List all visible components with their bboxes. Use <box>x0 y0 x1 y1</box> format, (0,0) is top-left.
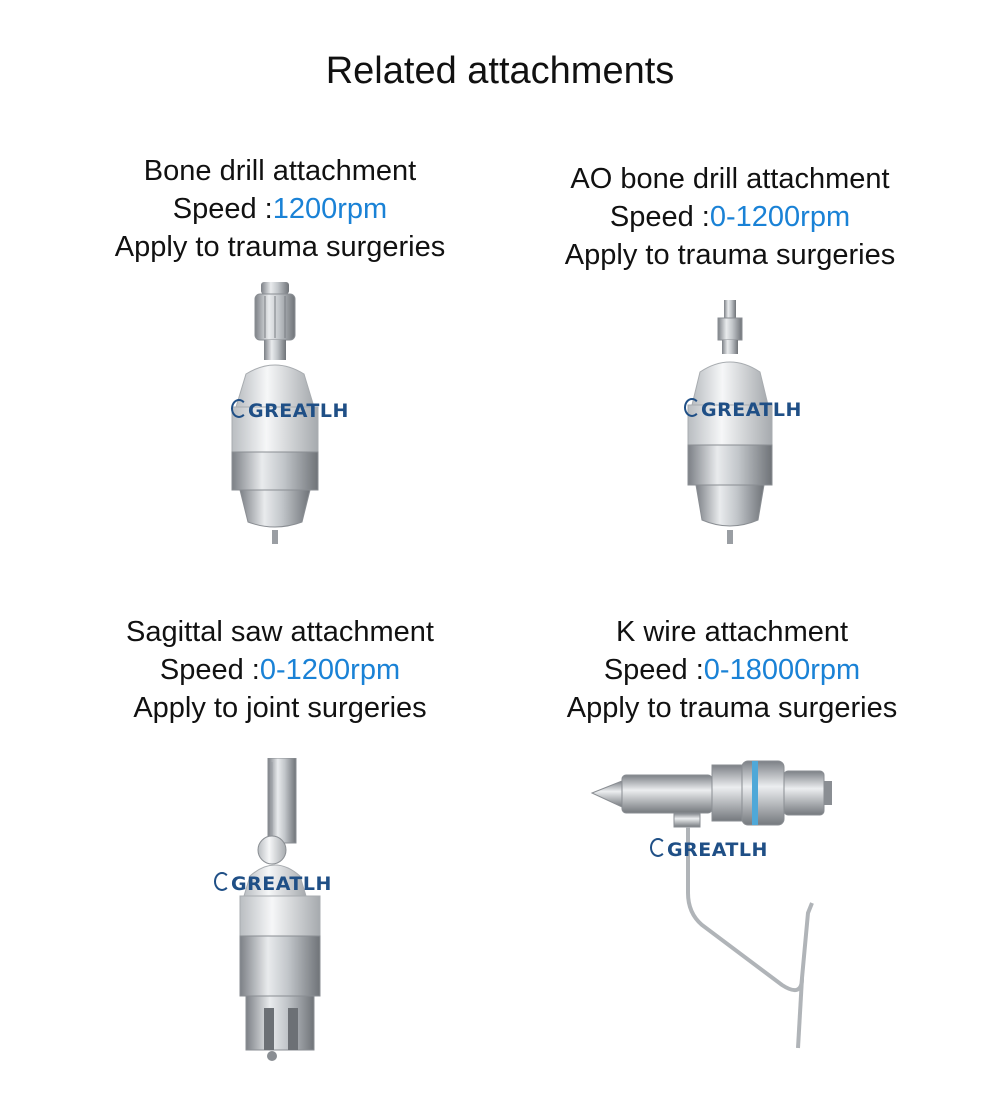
attachment-speed: Speed :0-1200rpm <box>500 198 960 236</box>
sagittal-saw-attachment-image: GREATLH <box>50 757 510 1063</box>
brand-text: GREATLH <box>231 873 332 895</box>
speed-value: 1200rpm <box>272 193 388 225</box>
attachment-application: Apply to trauma surgeries <box>114 231 446 263</box>
attachment-card-sagittal-saw: Sagittal saw attachment Speed :0-1200rpm… <box>50 613 510 1061</box>
brand-logo: GREATLH <box>231 399 349 422</box>
attachment-card-ao-bone-drill: AO bone drill attachment Speed :0-1200rp… <box>500 160 960 544</box>
brand-logo: GREATLH <box>684 398 802 421</box>
attachment-speed: Speed :0-18000rpm <box>502 651 962 689</box>
attachment-text: AO bone drill attachment Speed :0-1200rp… <box>500 160 960 274</box>
attachment-application: Apply to joint surgeries <box>133 692 427 724</box>
ao-bone-drill-attachment-image: GREATLH <box>500 300 960 550</box>
brand-logo-mark <box>650 838 666 857</box>
brand-logo-mark <box>684 398 700 417</box>
attachment-name: K wire attachment <box>615 616 849 648</box>
attachment-text: Sagittal saw attachment Speed :0-1200rpm… <box>50 613 510 727</box>
attachment-text: Bone drill attachment Speed :1200rpm App… <box>50 152 510 266</box>
brand-logo: GREATLH <box>650 838 768 861</box>
attachment-name: AO bone drill attachment <box>570 163 890 195</box>
brand-text: GREATLH <box>248 400 349 422</box>
speed-value: 0-1200rpm <box>709 201 851 233</box>
attachment-name: Bone drill attachment <box>143 155 417 187</box>
brand-text: GREATLH <box>667 839 768 861</box>
attachment-speed: Speed :0-1200rpm <box>50 651 510 689</box>
speed-label: Speed : <box>159 654 260 686</box>
brand-logo-mark <box>231 399 247 418</box>
attachment-application: Apply to trauma surgeries <box>566 692 898 724</box>
speed-value: 0-1200rpm <box>259 654 401 686</box>
k-wire-attachment-image: GREATLH <box>502 753 962 1058</box>
attachment-card-k-wire: K wire attachment Speed :0-18000rpm Appl… <box>502 613 962 1049</box>
attachment-text: K wire attachment Speed :0-18000rpm Appl… <box>502 613 962 727</box>
attachment-card-bone-drill: Bone drill attachment Speed :1200rpm App… <box>50 152 510 544</box>
speed-value: 0-18000rpm <box>703 654 861 686</box>
page-title: Related attachments <box>325 50 675 92</box>
speed-label: Speed : <box>172 193 273 225</box>
attachment-application: Apply to trauma surgeries <box>564 239 896 271</box>
attachment-speed: Speed :1200rpm <box>50 190 510 228</box>
speed-label: Speed : <box>603 654 704 686</box>
speed-label: Speed : <box>609 201 710 233</box>
attachment-name: Sagittal saw attachment <box>126 616 434 648</box>
brand-logo-mark <box>214 872 230 891</box>
brand-logo: GREATLH <box>214 872 332 895</box>
bone-drill-attachment-image: GREATLH <box>50 282 510 552</box>
brand-text: GREATLH <box>701 399 802 421</box>
